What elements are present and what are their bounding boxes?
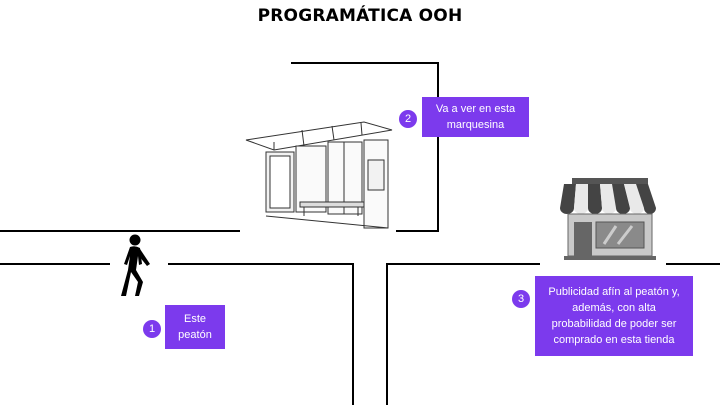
pedestrian-icon bbox=[121, 234, 150, 296]
bus-shelter-icon bbox=[245, 121, 393, 229]
step-1-label: Este peatón bbox=[165, 305, 225, 349]
step-2-number: 2 bbox=[399, 110, 417, 128]
step-3-label: Publicidad afín al peatón y, además, con… bbox=[535, 276, 693, 356]
step-3-number: 3 bbox=[512, 290, 530, 308]
step-2-label: Va a ver en esta marquesina bbox=[422, 97, 529, 137]
shop-icon bbox=[560, 178, 656, 260]
diagram-title: PROGRAMÁTICA OOH bbox=[257, 6, 463, 26]
step-1-number: 1 bbox=[143, 320, 161, 338]
